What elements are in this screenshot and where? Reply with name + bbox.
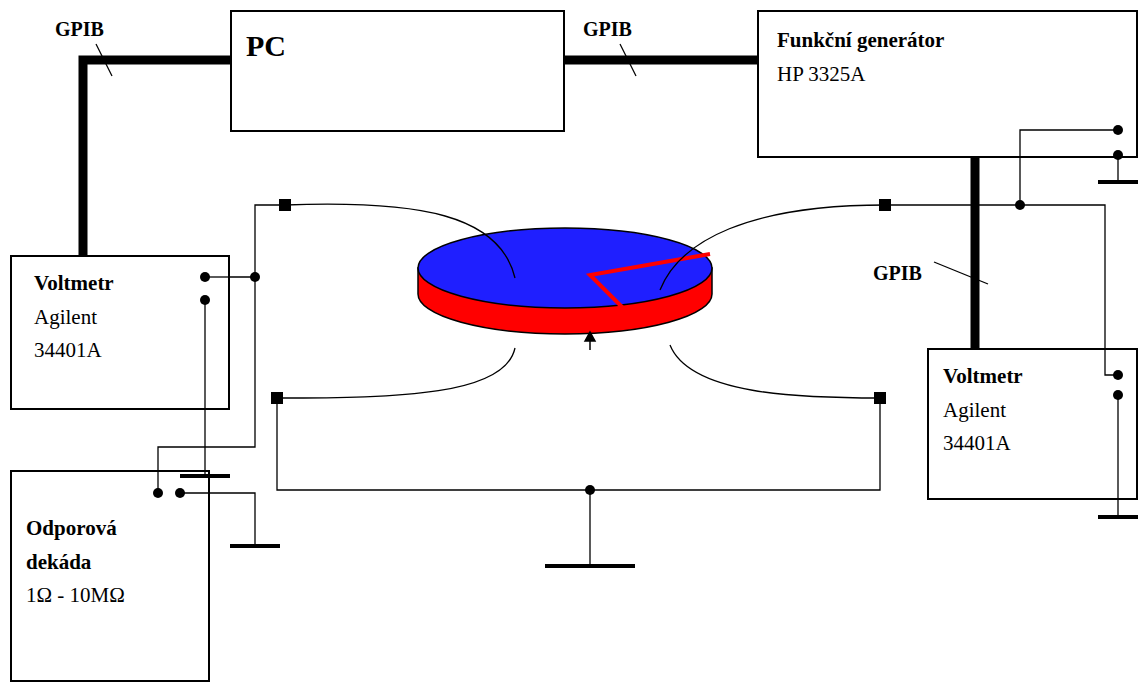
terminal-dot <box>1113 125 1123 135</box>
sample-wire <box>1117 395 1118 516</box>
terminal-dot <box>153 488 163 498</box>
contact-square <box>879 199 891 211</box>
sample-disk <box>418 228 712 334</box>
sample-wire <box>285 204 515 278</box>
node-detail: 1Ω - 10MΩ <box>26 579 194 613</box>
signal-wire <box>158 277 255 470</box>
contact-square <box>279 199 291 211</box>
ground-symbol <box>1098 180 1138 184</box>
ground-symbol <box>545 564 635 568</box>
sample-wire <box>255 205 285 277</box>
node-detail: Agilent 34401A <box>943 394 1029 461</box>
gpib-cable <box>83 60 230 255</box>
cable-tick <box>934 262 988 284</box>
node-detail: HP 3325A <box>777 58 1118 92</box>
gpib-cable <box>971 158 980 348</box>
sample-wire <box>204 300 205 475</box>
contact-square <box>271 199 891 404</box>
bus-label: GPIB <box>55 18 104 40</box>
gpib-cable <box>565 56 757 65</box>
terminal-dot <box>1113 370 1123 380</box>
terminal-dot <box>175 488 185 498</box>
sample-wire <box>670 345 880 398</box>
sample-wire <box>277 348 515 398</box>
terminal-dot <box>153 125 1123 498</box>
contact-square <box>271 392 283 404</box>
voltmeter-box: VoltmetrAgilent 34401A <box>927 348 1138 500</box>
computer-box: PC <box>230 10 565 132</box>
sample-wire <box>277 398 880 490</box>
sample-cut-line <box>590 254 710 322</box>
node-title: Voltmetr <box>943 360 1122 394</box>
terminal-dot <box>200 295 210 305</box>
bus-label: GPIB <box>873 262 922 284</box>
sample-wire <box>1020 130 1118 158</box>
node-title: Funkční generátor <box>777 24 1118 58</box>
node-title: Odporová dekáda <box>26 512 136 579</box>
node-title: Voltmetr <box>34 267 206 301</box>
ground-symbol <box>180 182 1138 566</box>
sample-cut-line <box>590 254 710 322</box>
signal-wire <box>1020 158 1105 348</box>
ground-symbol <box>180 474 230 478</box>
node-title: PC <box>246 22 549 70</box>
contact-square <box>874 392 886 404</box>
ground-symbol <box>230 544 280 548</box>
terminal-dot <box>1113 390 1123 400</box>
sample-disk <box>418 228 712 308</box>
generator-box: Funkční generátorHP 3325A <box>757 10 1138 158</box>
terminal-dot <box>585 485 595 495</box>
sample-wire <box>885 204 1020 205</box>
orientation-arrow <box>585 332 595 350</box>
sample-wire <box>589 490 590 565</box>
terminal-dot <box>200 272 210 282</box>
sample-wire <box>180 493 255 545</box>
ground-symbol <box>1098 515 1138 519</box>
terminal-dot <box>1113 150 1123 160</box>
node-detail: Agilent 34401A <box>34 301 120 368</box>
bus-label: GPIB <box>583 18 632 40</box>
orientation-arrow <box>585 332 595 341</box>
voltmeter-box: VoltmetrAgilent 34401A <box>10 255 230 410</box>
sample-wire <box>660 205 885 290</box>
resistance-decade-box: Odporová dekáda1Ω - 10MΩ <box>10 470 210 682</box>
